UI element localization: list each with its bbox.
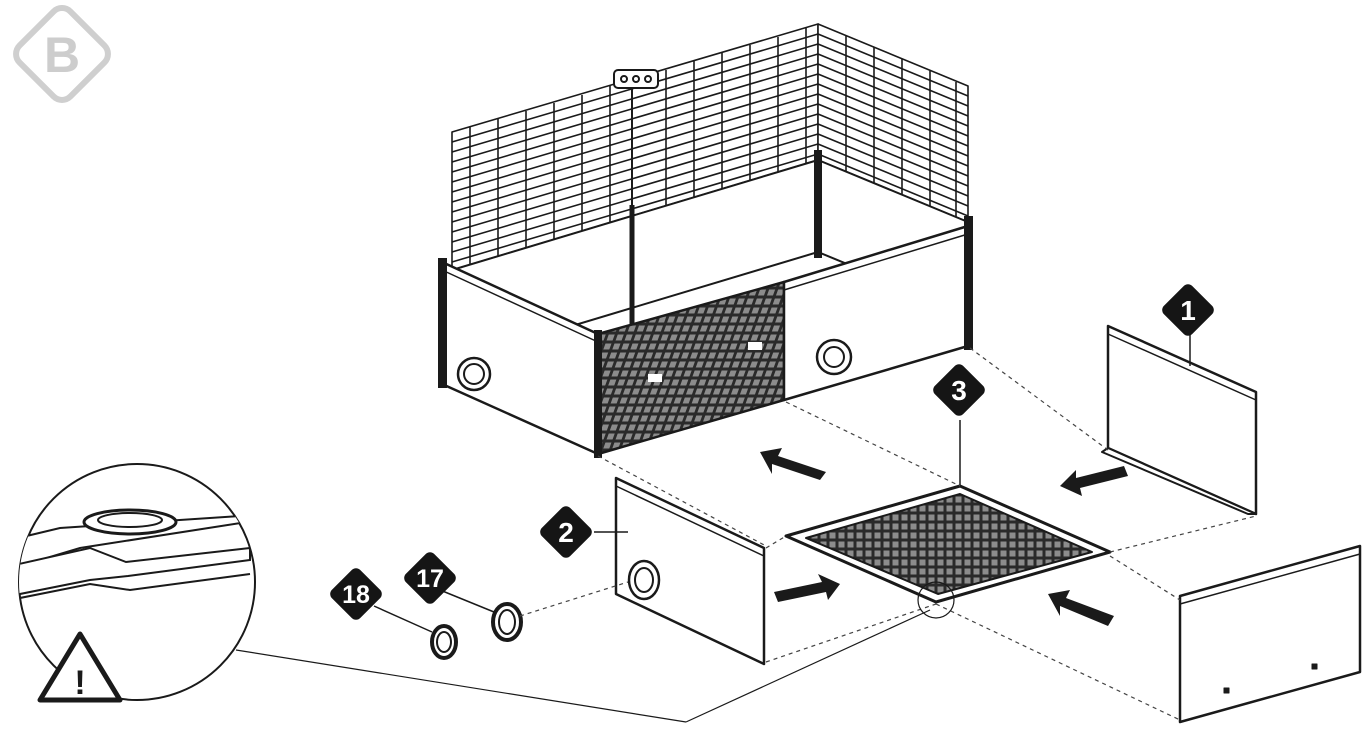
callout-label-1: 1 <box>1180 295 1196 326</box>
zoom-detail: ! <box>18 463 955 723</box>
callout-label-18: 18 <box>342 581 370 609</box>
end-panel-part-1 <box>1101 318 1258 516</box>
callout-label-17: 17 <box>416 565 444 593</box>
callout-label-2: 2 <box>558 517 574 548</box>
wire-fence-back <box>451 23 819 271</box>
mesh-floor-part-3 <box>784 420 1112 604</box>
alignment-lines <box>519 347 1257 721</box>
port-cap-18 <box>373 605 458 660</box>
front-panel-right-assembled <box>782 224 970 402</box>
callout-badge-2: 2 <box>540 506 592 558</box>
warning-icon: ! <box>37 631 123 703</box>
port-ring-17 <box>439 589 523 642</box>
arrow-icon <box>1048 590 1114 626</box>
step-badge-icon <box>13 5 111 103</box>
fence-latch <box>613 69 659 205</box>
arrows <box>760 448 1128 626</box>
callout-badge-17: 17 <box>404 552 456 604</box>
arrow-icon <box>760 448 826 480</box>
step-badge: B <box>13 5 111 103</box>
arrow-icon <box>1060 466 1128 496</box>
wire-fence-right <box>817 23 969 223</box>
callout-label-3: 3 <box>951 375 967 406</box>
front-panel-exploded <box>1178 544 1362 724</box>
corner-posts <box>438 150 973 458</box>
side-panel-part-2 <box>594 476 766 666</box>
step-letter: B <box>44 27 80 83</box>
warning-symbol: ! <box>74 664 85 702</box>
callout-badge-3: 3 <box>933 364 985 416</box>
arrow-icon <box>774 574 840 602</box>
assembled-enclosure <box>438 23 973 458</box>
callout-badge-1: 1 <box>1162 284 1214 336</box>
callout-badge-18: 18 <box>330 568 382 620</box>
